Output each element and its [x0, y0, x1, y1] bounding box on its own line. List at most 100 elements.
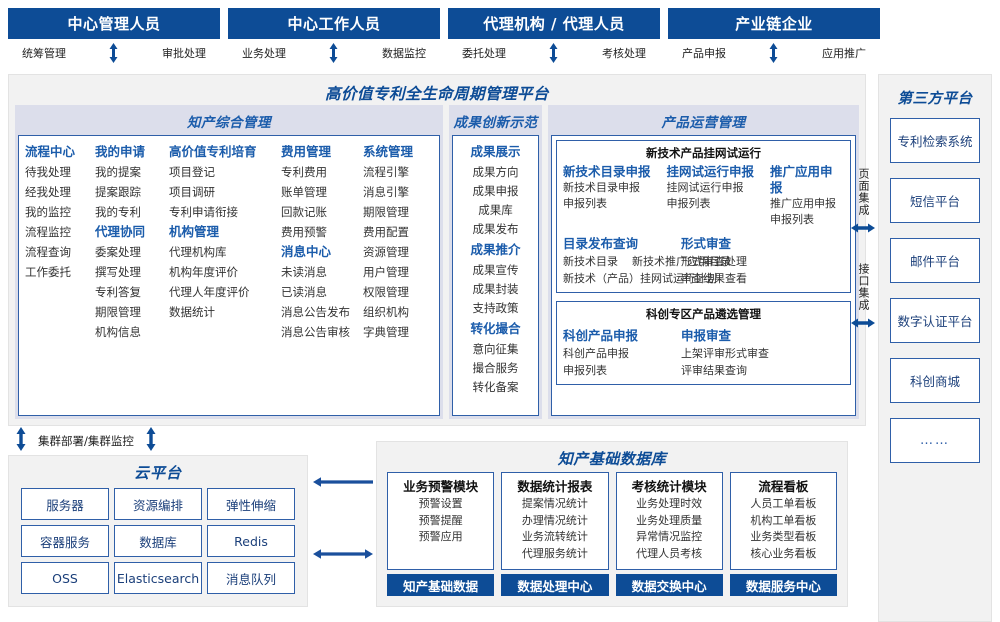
menu-item[interactable]: 流程查询 [25, 245, 71, 259]
kb-item[interactable]: 预警应用 [418, 530, 463, 543]
menu-item[interactable]: 申报列表 [770, 213, 815, 226]
menu-item[interactable]: 流程引擎 [363, 165, 409, 179]
kb-footer-button[interactable]: 数据处理中心 [501, 574, 609, 596]
cloud-resource-4[interactable]: 容器服务 [21, 525, 109, 557]
menu-item[interactable]: 机构信息 [95, 325, 141, 339]
menu-item[interactable]: 机构年度评价 [169, 265, 238, 279]
kb-item[interactable]: 办理情况统计 [521, 513, 588, 527]
third-party-item-1[interactable]: 专利检索系统 [890, 118, 980, 163]
menu-item[interactable]: 消息引擎 [363, 185, 409, 199]
menu-item[interactable]: 新技术推广应用目录 [632, 255, 731, 268]
menu-item[interactable]: 项目调研 [169, 185, 215, 199]
menu-item[interactable]: 资源管理 [363, 245, 409, 259]
actor-action-left[interactable]: 产品申报 [682, 47, 726, 60]
kb-item[interactable]: 业务处理时效 [636, 497, 703, 510]
kb-item[interactable]: 异常情况监控 [636, 530, 703, 543]
kb-item[interactable]: 业务处理质量 [636, 513, 703, 527]
menu-item[interactable]: 申报列表 [563, 197, 607, 210]
menu-item[interactable]: 意向征集 [472, 342, 519, 356]
menu-item[interactable]: 成果库 [478, 203, 513, 217]
menu-item[interactable]: 委案处理 [95, 245, 141, 259]
menu-item[interactable]: 成果宣传 [472, 263, 519, 277]
menu-item[interactable]: 未读消息 [281, 265, 327, 279]
menu-item[interactable]: 消息公告发布 [281, 305, 350, 319]
menu-item[interactable]: 专利申请衔接 [169, 205, 238, 219]
cloud-resource-1[interactable]: 服务器 [21, 488, 109, 520]
menu-item[interactable]: 推广应用申报 [770, 197, 837, 210]
third-party-item-3[interactable]: 邮件平台 [890, 238, 980, 283]
kb-footer-button[interactable]: 数据交换中心 [615, 574, 723, 596]
menu-item[interactable]: 成果申报 [472, 184, 519, 198]
kb-item[interactable]: 人员工单看板 [750, 497, 817, 510]
menu-item[interactable]: 新技术（产品）挂网试运行计划 [563, 272, 717, 285]
menu-item[interactable]: 权限管理 [363, 285, 409, 299]
menu-item[interactable]: 项目登记 [169, 165, 215, 179]
menu-item[interactable]: 专利费用 [281, 165, 327, 179]
menu-item[interactable]: 提案跟踪 [95, 185, 141, 199]
menu-item[interactable]: 支持政策 [472, 301, 519, 315]
actor-action-left[interactable]: 业务处理 [242, 47, 286, 60]
cloud-resource-2[interactable]: 资源编排 [114, 488, 202, 520]
menu-item[interactable]: 撰写处理 [95, 265, 141, 279]
menu-item[interactable]: 专利答复 [95, 285, 141, 299]
actor-action-right[interactable]: 数据监控 [382, 47, 426, 60]
kb-item[interactable]: 业务流转统计 [521, 530, 588, 543]
menu-item[interactable]: 成果方向 [472, 165, 519, 179]
kb-item[interactable]: 机构工单看板 [750, 513, 817, 527]
menu-item[interactable]: 上架评审形式审查 [681, 347, 769, 360]
actor-action-left[interactable]: 统筹管理 [22, 47, 66, 60]
menu-item[interactable]: 成果发布 [472, 222, 519, 236]
menu-item[interactable]: 新技术目录 [563, 255, 618, 268]
menu-item[interactable]: 经我处理 [25, 185, 71, 199]
menu-item[interactable]: 审查结果查看 [681, 272, 747, 285]
menu-item[interactable]: 账单管理 [281, 185, 327, 199]
kb-item[interactable]: 提案情况统计 [521, 497, 588, 510]
menu-item[interactable]: 代理人年度评价 [169, 285, 250, 299]
kb-footer-button[interactable]: 知产基础数据 [387, 574, 495, 596]
cloud-resource-3[interactable]: 弹性伸缩 [207, 488, 295, 520]
cloud-resource-7[interactable]: OSS [21, 562, 109, 594]
menu-item[interactable]: 待我处理 [25, 165, 71, 179]
actor-action-right[interactable]: 应用推广 [822, 47, 866, 60]
menu-item[interactable]: 费用预警 [281, 225, 327, 239]
menu-item[interactable]: 科创产品申报 [563, 347, 629, 360]
cloud-resource-9[interactable]: 消息队列 [207, 562, 295, 594]
menu-item[interactable]: 我的专利 [95, 205, 141, 219]
cloud-resource-8[interactable]: Elasticsearch [114, 562, 202, 594]
menu-item[interactable]: 申报列表 [666, 197, 711, 210]
menu-item[interactable]: 期限管理 [363, 205, 409, 219]
menu-item[interactable]: 评审结果查询 [681, 364, 747, 377]
kb-item[interactable]: 代理人员考核 [636, 546, 703, 560]
menu-item[interactable]: 成果封装 [472, 282, 519, 296]
actor-action-right[interactable]: 考核处理 [602, 47, 646, 60]
menu-item[interactable]: 消息公告审核 [281, 325, 350, 339]
menu-item[interactable]: 流程监控 [25, 225, 71, 239]
menu-item[interactable]: 我的提案 [95, 165, 141, 179]
actor-action-right[interactable]: 审批处理 [162, 47, 206, 60]
menu-item[interactable]: 已读消息 [281, 285, 327, 299]
menu-item[interactable]: 转化备案 [472, 380, 519, 394]
cloud-resource-5[interactable]: 数据库 [114, 525, 202, 557]
menu-item[interactable]: 费用配置 [363, 225, 409, 239]
kb-item[interactable]: 代理服务统计 [521, 546, 588, 560]
cloud-resource-6[interactable]: Redis [207, 525, 295, 557]
actor-action-left[interactable]: 委托处理 [462, 47, 506, 60]
kb-item[interactable]: 业务类型看板 [750, 530, 817, 543]
menu-item[interactable]: 字典管理 [363, 325, 409, 339]
third-party-item-5[interactable]: 科创商城 [890, 358, 980, 403]
menu-item[interactable]: 撮合服务 [472, 361, 519, 375]
third-party-item-6[interactable]: …… [890, 418, 980, 463]
menu-item[interactable]: 我的监控 [25, 205, 71, 219]
menu-item[interactable]: 申报列表 [563, 364, 607, 377]
menu-item[interactable]: 代理机构库 [169, 245, 227, 259]
menu-item[interactable]: 期限管理 [95, 305, 141, 319]
kb-item[interactable]: 预警提醒 [418, 513, 463, 527]
menu-item[interactable]: 形式审查处理 [681, 255, 747, 268]
menu-item[interactable]: 新技术目录申报 [563, 181, 640, 194]
menu-item[interactable]: 挂网试运行申报 [666, 181, 744, 194]
menu-item[interactable]: 数据统计 [169, 305, 215, 319]
third-party-item-4[interactable]: 数字认证平台 [890, 298, 980, 343]
menu-item[interactable]: 组织机构 [363, 305, 409, 319]
third-party-item-2[interactable]: 短信平台 [890, 178, 980, 223]
kb-item[interactable]: 预警设置 [418, 497, 463, 510]
